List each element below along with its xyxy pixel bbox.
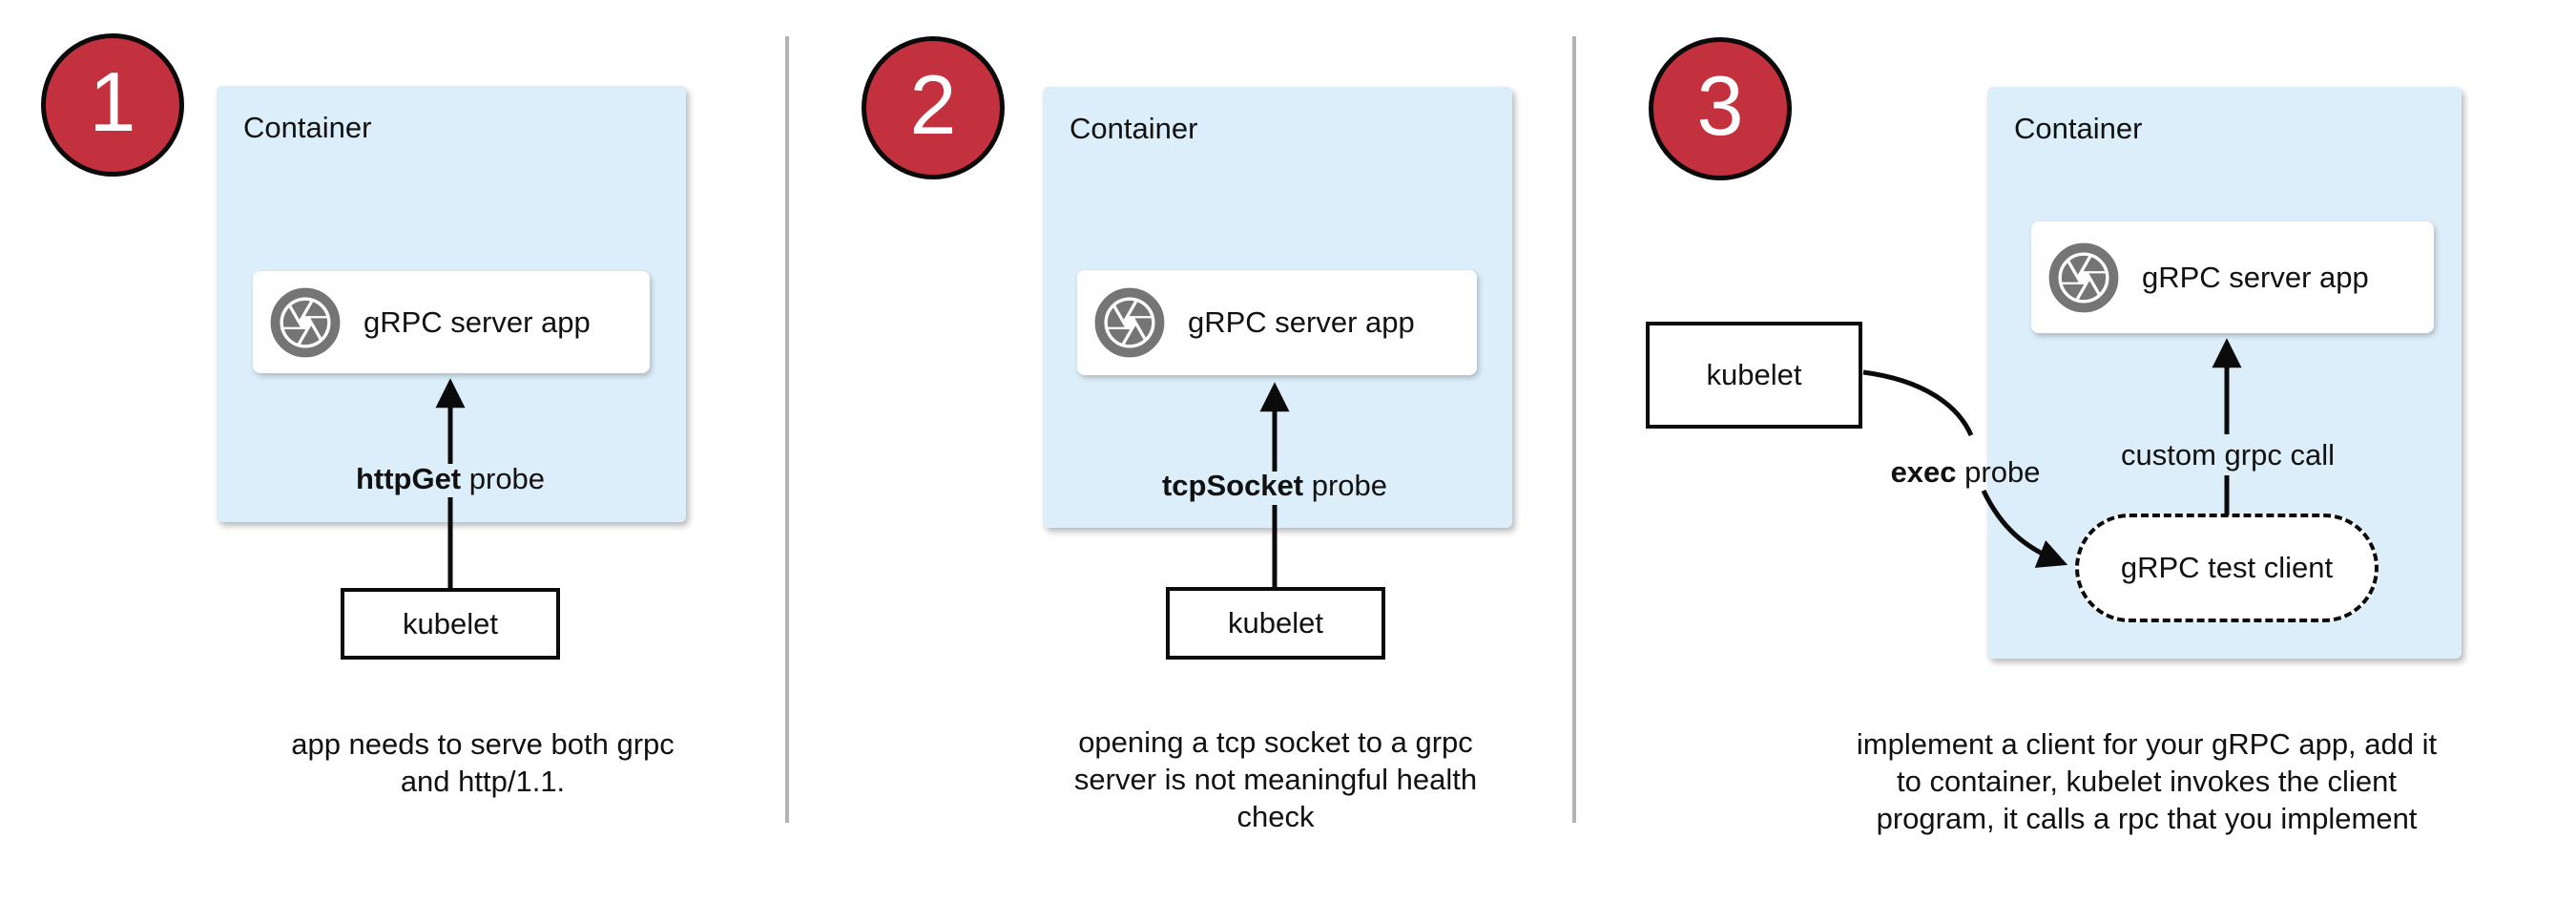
grpc-test-client-box: gRPC test client [2075,514,2379,622]
step-badge-2: 2 [862,36,1005,179]
caption-3: implement a client for your gRPC app, ad… [1856,727,2438,835]
probe-label-2: tcpSocket probe [1161,469,1388,502]
grpc-server-app-label: gRPC server app [1188,305,1415,339]
exec-probe-curve-upper [1862,369,1974,437]
grpc-server-app-box-1: gRPC server app [253,271,650,373]
caption-1: app needs to serve both grpc and http/1.… [291,727,675,798]
step-badge-3: 3 [1649,37,1792,180]
step-number: 3 [1696,58,1744,153]
grpc-server-app-box-2: gRPC server app [1077,270,1477,375]
kubelet-label: kubelet [1228,606,1323,640]
camera-shutter-icon [1094,287,1165,358]
probe-type: httpGet [355,462,462,495]
kubelet-label: kubelet [1706,358,1802,391]
probe-type: tcpSocket [1161,469,1304,502]
camera-shutter-icon [2048,242,2119,312]
step-number: 2 [909,57,957,152]
kubelet-box-3: kubelet [1646,322,1862,429]
grpc-test-client-label: gRPC test client [2120,551,2334,584]
panel-divider [785,36,789,823]
kubelet-label: kubelet [403,606,498,640]
grpc-server-app-box-3: gRPC server app [2031,221,2434,333]
probe-label-1: httpGet probe [355,462,546,495]
step-number: 1 [89,54,136,149]
container-label: Container [1070,112,1198,145]
camera-shutter-icon [270,287,341,357]
panel-divider [1572,36,1576,823]
probe-label-3: exec probe [1890,455,2041,489]
probe-type: exec [1890,455,1957,489]
caption-2: opening a tcp socket to a grpc server is… [1073,725,1478,833]
container-label: Container [243,111,372,144]
grpc-server-app-label: gRPC server app [2142,260,2369,294]
grpc-server-app-label: gRPC server app [364,304,591,339]
container-label: Container [2014,112,2143,145]
kubelet-box-2: kubelet [1166,587,1385,660]
custom-grpc-call-label: custom grpc call [2121,438,2335,472]
step-badge-1: 1 [41,33,184,177]
kubelet-box-1: kubelet [341,588,560,660]
